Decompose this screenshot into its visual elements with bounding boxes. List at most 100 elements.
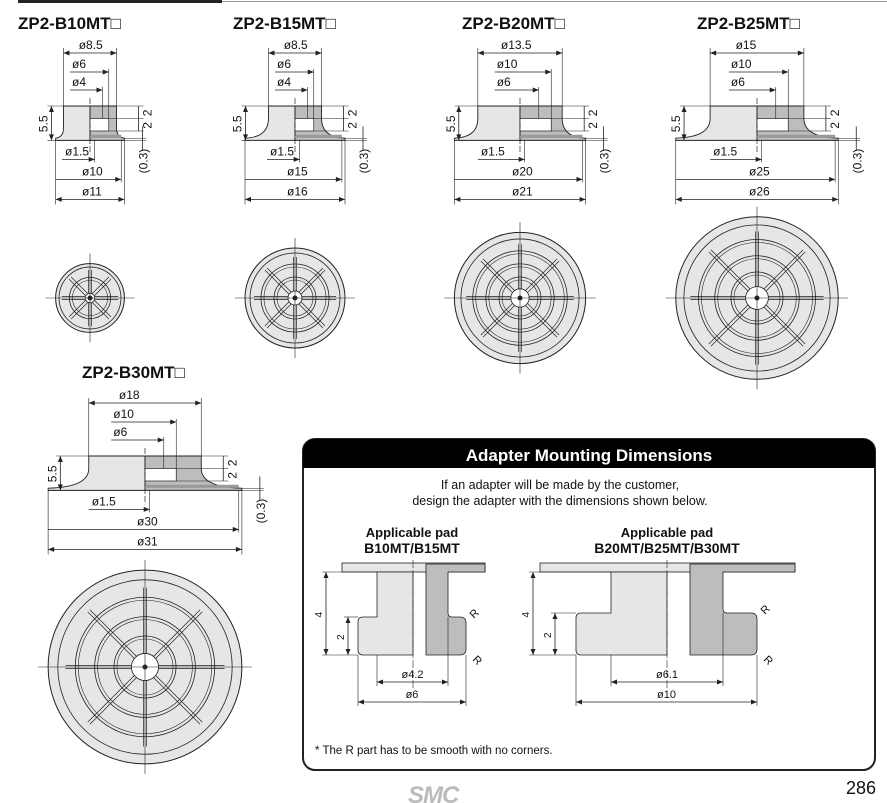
dim-hole-label: ø1.5 (270, 144, 294, 158)
dim-top-label: ø8.5 (284, 38, 308, 52)
arrow-icon (88, 156, 95, 162)
adapter-panel-header (303, 439, 875, 468)
pad-spoke (68, 278, 86, 296)
arrow-icon (829, 176, 836, 182)
pad-spoke (155, 675, 203, 723)
pad-spoke (300, 269, 326, 295)
pad-spoke (264, 269, 290, 295)
arrow-icon (675, 196, 682, 202)
adapter-intro-line1: If an adapter will be made by the custom… (441, 478, 679, 492)
dim-h1-label: 2 (346, 109, 360, 116)
pad-spoke (300, 301, 326, 327)
arrow-icon (456, 134, 462, 141)
arrow-icon (576, 699, 582, 705)
dim-top-label: ø13.5 (501, 38, 532, 52)
adapter-bore-light (357, 571, 414, 656)
arrow-icon (301, 87, 308, 93)
pad-cavity (519, 118, 552, 132)
arrow-icon (460, 699, 466, 705)
arrow-icon (552, 613, 558, 619)
pad-section-left (453, 105, 521, 141)
dim-h2-label: 2 (828, 122, 842, 129)
pad-spoke (482, 305, 515, 338)
dim-hole-label: ø1.5 (92, 494, 116, 508)
arrow-icon (454, 196, 461, 202)
pad-cavity (756, 118, 789, 132)
arrow-icon (530, 572, 536, 578)
arrow-icon (57, 456, 63, 462)
dim-gap-label: (0.3) (136, 149, 150, 174)
pad-spoke (68, 300, 86, 318)
pad-model-title: ZP2-B30MT□ (82, 363, 185, 382)
pad-spoke (92, 302, 110, 320)
dim-lip-label: ø20 (512, 164, 533, 178)
adapter-outer-diameter-label: ø6 (406, 689, 419, 701)
pad-spoke (710, 249, 751, 290)
pad-bottom-view (665, 206, 849, 390)
arrow-icon (377, 679, 383, 685)
arrow-icon (442, 679, 448, 685)
pad-spoke (87, 675, 135, 723)
adapter-intro-line2: design the adapter with the dimensions s… (412, 494, 707, 508)
dim-outer-label: ø16 (287, 184, 308, 198)
pad-cavity (144, 468, 177, 482)
pad-spoke (480, 303, 513, 336)
pad-cavity (294, 118, 315, 132)
pad-section-left (244, 105, 296, 141)
arrow-icon (532, 87, 539, 93)
pad-section-left (55, 105, 91, 141)
adapter-inner-diameter-label: ø6.1 (656, 669, 678, 681)
dim-h1-label: 2 (828, 109, 842, 116)
dim-hole-label: ø1.5 (713, 144, 737, 158)
arrow-icon (170, 419, 177, 425)
arrow-icon (268, 50, 275, 56)
pad-lip-groove (520, 134, 583, 138)
arrow-icon (243, 106, 248, 112)
pad-lip-groove (145, 484, 239, 488)
arrow-icon (102, 69, 109, 75)
dim-outer-label: ø21 (512, 184, 533, 198)
pad-bottom-view (45, 253, 135, 343)
pad-spoke (765, 304, 806, 345)
applicable-pad-label: Applicable pad (366, 525, 459, 540)
pad-spoke (89, 609, 137, 657)
pad-bottom-view (38, 560, 252, 774)
pad-bottom-view (444, 222, 596, 374)
pad-spoke (266, 303, 292, 329)
smc-logo-text: SMC (408, 782, 460, 803)
applicable-pad-models: B10MT/B15MT (364, 540, 460, 556)
pad-model-title: ZP2-B20MT□ (462, 14, 565, 33)
arrow-icon (611, 679, 617, 685)
pad-model-title: ZP2-B25MT□ (697, 14, 800, 33)
arrow-icon (782, 69, 789, 75)
arrow-icon (345, 649, 351, 655)
dim-inner-label: ø6 (731, 75, 745, 89)
dim-inner-label: ø4 (72, 75, 86, 89)
pad-bottom-view (235, 238, 355, 358)
dim-height-label: 5.5 (231, 115, 245, 132)
arrow-icon (157, 437, 164, 443)
dim-mid-label: ø10 (113, 407, 134, 421)
arrow-icon (96, 87, 103, 93)
arrow-icon (518, 156, 525, 162)
dim-hole-label: ø1.5 (481, 144, 505, 158)
arrow-icon (48, 106, 54, 112)
pad-spoke (527, 260, 560, 293)
arrow-icon (243, 134, 248, 141)
pad-spoke (153, 677, 201, 725)
arrow-icon (48, 134, 54, 141)
dim-h1-label: 2 (225, 459, 239, 466)
dim-lip-label: ø15 (287, 164, 308, 178)
pad-spoke (708, 251, 749, 292)
pad-model-title: ZP2-B15MT□ (233, 14, 336, 33)
adapter-foot-height-label: 2 (543, 632, 554, 638)
arrow-icon (55, 196, 62, 202)
dim-outer-label: ø31 (137, 534, 158, 548)
dim-outer-label: ø26 (749, 184, 770, 198)
pad-spoke (264, 301, 290, 327)
pad-lip-groove (295, 134, 342, 138)
arrow-icon (769, 87, 776, 93)
